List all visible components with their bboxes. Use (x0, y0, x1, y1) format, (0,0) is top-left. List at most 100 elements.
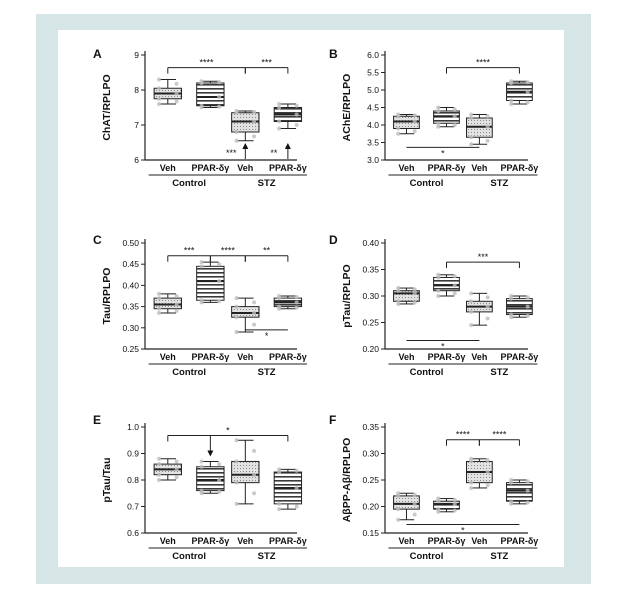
significance-label: *** (184, 246, 195, 256)
group-label: STZ (490, 178, 508, 189)
x-tick-label: Veh (237, 352, 253, 362)
data-point (174, 91, 179, 96)
data-point (294, 123, 299, 127)
data-point (199, 103, 204, 108)
significance-label: ** (263, 246, 271, 256)
data-point (485, 458, 490, 463)
data-point (396, 299, 401, 304)
data-point (452, 291, 457, 296)
data-point (294, 295, 299, 300)
x-tick-label: Veh (471, 536, 487, 546)
data-point (469, 299, 474, 304)
group-label: STZ (258, 551, 276, 562)
y-tick-label: 0.30 (122, 323, 139, 333)
data-point (509, 79, 514, 84)
data-point (469, 456, 474, 461)
x-tick-label: Veh (237, 536, 253, 546)
data-point (157, 77, 162, 82)
data-point (252, 491, 257, 496)
data-point (509, 312, 514, 317)
box-1 (153, 291, 182, 315)
data-point (294, 504, 299, 509)
y-tick-label: 6 (134, 155, 139, 165)
data-point (509, 478, 514, 482)
data-point (252, 448, 257, 453)
x-tick-label: PPAR-δγ (191, 536, 229, 546)
data-point (157, 296, 162, 301)
x-tick-label: Veh (160, 352, 176, 362)
x-tick-label: Veh (160, 536, 176, 546)
y-tick-label: 0.7 (127, 502, 139, 512)
data-point (469, 142, 474, 147)
data-point (485, 138, 490, 143)
data-point (485, 470, 490, 475)
box-body (231, 460, 260, 484)
group-label: Control (172, 178, 206, 189)
data-point (277, 467, 282, 472)
data-point (396, 112, 401, 117)
y-axis-label: AChE/RPLPO (341, 74, 353, 142)
data-point (412, 113, 417, 118)
x-tick-label: Veh (237, 163, 253, 173)
y-tick-label: 6.0 (367, 50, 379, 60)
data-point (436, 294, 441, 298)
y-tick-label: 8 (134, 85, 139, 95)
data-point (174, 475, 179, 480)
data-point (217, 262, 222, 267)
data-point (174, 459, 179, 464)
data-point (436, 507, 441, 512)
y-tick-label: 0.30 (362, 449, 379, 459)
data-point (277, 105, 282, 110)
data-point (199, 464, 204, 469)
group-label: STZ (490, 367, 508, 378)
y-axis-label: AβPP-Aβ/RPLPO (341, 438, 353, 523)
data-point (396, 491, 401, 496)
data-point (234, 130, 239, 134)
y-axis-label: ChAT/RPLPO (101, 74, 113, 140)
box-body (196, 466, 225, 492)
x-tick-label: PPAR-δγ (269, 352, 307, 362)
data-point (452, 508, 457, 513)
data-point (525, 304, 530, 309)
box-body (433, 276, 460, 292)
data-point (525, 500, 530, 505)
y-tick-label: 5.5 (367, 68, 379, 78)
data-point (525, 479, 530, 484)
significance-label: * (441, 342, 445, 352)
data-point (174, 99, 179, 104)
group-label: Control (410, 178, 444, 189)
y-tick-label: 0.40 (122, 280, 139, 290)
data-point (436, 109, 441, 113)
data-point (157, 478, 162, 482)
box-2 (196, 79, 225, 110)
data-point (234, 304, 239, 309)
data-point (217, 279, 222, 284)
data-point (157, 456, 162, 461)
y-tick-label: 0.35 (362, 265, 379, 275)
data-point (199, 260, 204, 265)
data-point (277, 102, 282, 106)
x-tick-label: Veh (471, 163, 487, 173)
data-point (485, 114, 490, 119)
data-point (277, 501, 282, 506)
data-point (525, 80, 530, 85)
y-tick-label: 0.6 (127, 528, 139, 538)
significance-label: **** (456, 430, 471, 440)
data-point (294, 305, 299, 310)
y-tick-label: 5.0 (367, 85, 379, 95)
x-tick-label: PPAR-δγ (501, 163, 539, 173)
data-point (436, 124, 441, 129)
data-point (217, 95, 222, 99)
y-tick-label: 0.25 (122, 344, 139, 354)
box-3 (466, 291, 493, 328)
data-point (234, 501, 239, 506)
data-point (199, 459, 204, 464)
box-2 (433, 105, 460, 129)
data-point (485, 316, 490, 321)
data-point (509, 499, 514, 504)
data-point (174, 302, 179, 307)
box-4 (506, 478, 533, 506)
